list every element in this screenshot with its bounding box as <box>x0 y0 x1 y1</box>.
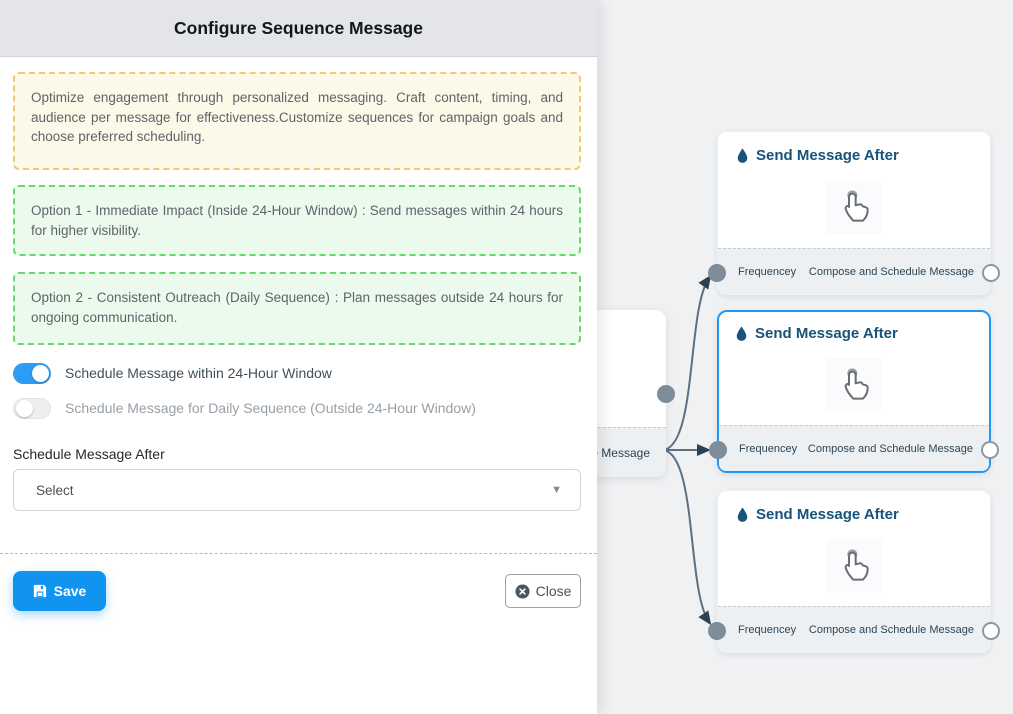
node-upstream-partial[interactable]: ce Message <box>597 310 675 477</box>
tap-hand-icon <box>826 180 882 234</box>
edge-to-bottom-node <box>663 449 712 626</box>
save-button[interactable]: Save <box>13 571 106 611</box>
configure-sequence-panel: Configure Sequence Message Optimize enga… <box>0 0 597 714</box>
node-source-handle[interactable] <box>982 622 1000 640</box>
droplet-icon <box>737 507 748 522</box>
info-box-text: Optimize engagement through personalized… <box>31 90 563 145</box>
toggle-row-24hour: Schedule Message within 24-Hour Window <box>13 362 332 384</box>
option-2-text: Option 2 - Consistent Outreach (Daily Se… <box>31 290 563 325</box>
droplet-icon <box>736 326 747 341</box>
node-send-message-after-2-selected[interactable]: Send Message After Frequencey Compose an… <box>709 310 999 473</box>
info-box-optimize: Optimize engagement through personalized… <box>13 72 581 170</box>
node-title-text: Send Message After <box>755 325 898 342</box>
close-button-label: Close <box>535 583 572 599</box>
node-title-text: Send Message After <box>756 506 899 523</box>
node-target-handle[interactable] <box>709 441 727 459</box>
panel-title: Configure Sequence Message <box>174 17 423 38</box>
footer-divider <box>0 553 597 554</box>
droplet-icon <box>737 148 748 163</box>
save-icon <box>33 584 46 598</box>
select-value: Select <box>36 482 74 498</box>
node-send-message-after-1[interactable]: Send Message After Frequencey Compose an… <box>708 131 1000 295</box>
close-button[interactable]: Close <box>505 574 581 608</box>
close-circle-icon <box>515 583 530 599</box>
schedule-after-select[interactable]: Select ▼ <box>13 469 581 511</box>
upstream-source-handle[interactable] <box>657 384 675 403</box>
edge-to-top-node <box>663 274 712 451</box>
panel-header: Configure Sequence Message <box>0 0 597 57</box>
save-button-label: Save <box>53 583 87 599</box>
schedule-after-label: Schedule Message After <box>13 446 165 462</box>
option-box-2: Option 2 - Consistent Outreach (Daily Se… <box>13 272 581 345</box>
option-1-text: Option 1 - Immediate Impact (Inside 24-H… <box>31 203 563 238</box>
node-footer-compose[interactable]: Compose and Schedule Message <box>808 623 974 636</box>
node-footer-frequency[interactable]: Frequencey <box>739 442 798 455</box>
node-source-handle[interactable] <box>982 264 1000 282</box>
toggle-knob <box>16 400 33 417</box>
chevron-down-icon: ▼ <box>551 484 562 496</box>
tap-hand-icon <box>826 358 882 412</box>
node-footer-compose[interactable]: Compose and Schedule Message <box>807 442 973 455</box>
node-title-text: Send Message After <box>756 147 899 164</box>
flow-edges <box>663 274 712 626</box>
toggle-24hour-label: Schedule Message within 24-Hour Window <box>65 365 332 381</box>
node-target-handle[interactable] <box>708 264 726 282</box>
toggle-24hour-window[interactable] <box>13 362 51 384</box>
toggle-daily-label: Schedule Message for Daily Sequence (Out… <box>65 400 476 416</box>
node-send-message-after-3[interactable]: Send Message After Frequencey Compose an… <box>708 490 1000 653</box>
node-footer-compose[interactable]: Compose and Schedule Message <box>808 265 974 278</box>
toggle-daily-sequence[interactable] <box>13 397 51 419</box>
node-footer-frequency[interactable]: Frequencey <box>738 265 797 278</box>
option-box-1: Option 1 - Immediate Impact (Inside 24-H… <box>13 185 581 256</box>
toggle-row-daily: Schedule Message for Daily Sequence (Out… <box>13 397 476 419</box>
node-footer-frequency[interactable]: Frequencey <box>738 623 797 636</box>
toggle-knob <box>32 364 49 382</box>
node-source-handle[interactable] <box>981 441 999 459</box>
node-target-handle[interactable] <box>708 622 726 640</box>
flow-canvas[interactable]: ce Message Send Message After Frequencey… <box>597 0 1013 714</box>
upstream-footer-label[interactable]: ce Message <box>597 445 650 460</box>
tap-hand-icon <box>826 539 882 593</box>
